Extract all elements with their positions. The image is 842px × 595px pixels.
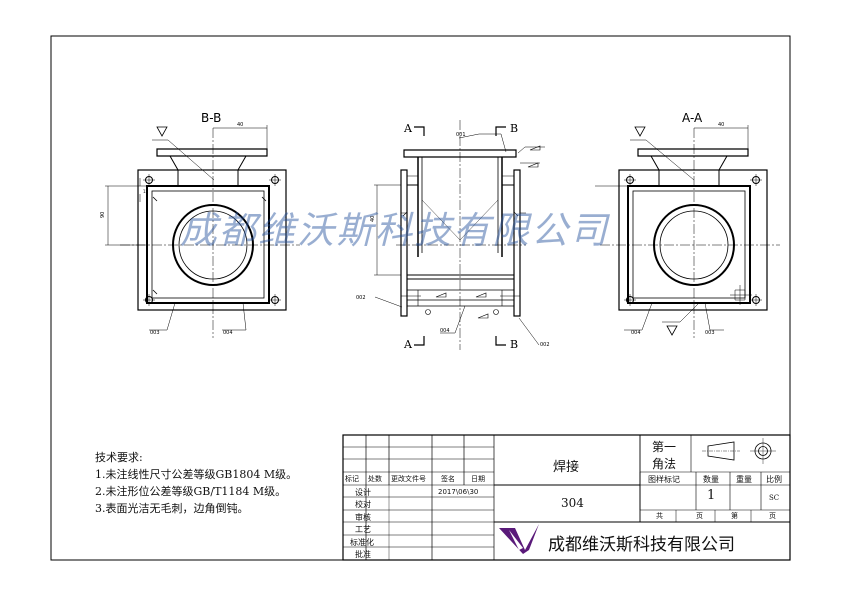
design-date: 2017\06\30	[438, 488, 479, 496]
part-004-right: 004	[631, 330, 641, 336]
watermark: 成都维沃斯科技有限公司	[180, 209, 609, 252]
material: 304	[561, 496, 584, 510]
note-item: 1.未注线性尺寸公差等级GB1804 M级。	[95, 468, 298, 481]
view-aa-title: A-A	[682, 111, 703, 125]
company-logo	[499, 524, 539, 554]
role-standard: 标准化	[350, 538, 374, 547]
view-bb-title: B-B	[201, 111, 221, 125]
dim-40-right-label: 40	[718, 122, 724, 128]
notes-title: 技术要求:	[95, 451, 143, 464]
bolt-hole-icon	[143, 174, 281, 306]
technical-notes: 技术要求: 1.未注线性尺寸公差等级GB1804 M级。 2.未注形位公差等级G…	[95, 449, 297, 517]
total-label: 共	[656, 512, 663, 520]
part-003-right: 003	[705, 330, 715, 336]
role-design: 设计	[355, 488, 371, 497]
weight-header: 重量	[736, 475, 752, 484]
view-bb	[105, 125, 300, 338]
projection-symbol-icon	[702, 438, 776, 464]
scale-header: 比例	[766, 475, 782, 484]
note-item: 3.表面光洁无毛刺，边角倒钝。	[95, 502, 249, 515]
projection-line-1: 第一	[652, 440, 677, 454]
view-aa	[595, 125, 780, 338]
dim-40-left-label: 40	[237, 122, 243, 128]
section-a-bottom: A	[403, 338, 413, 351]
role-process: 工艺	[355, 525, 371, 534]
mark-header: 图样标记	[648, 475, 680, 484]
qty-value: 1	[707, 488, 716, 503]
section-a-top: A	[403, 122, 413, 135]
section-b-bottom: B	[510, 338, 518, 351]
role-approve: 批准	[355, 550, 371, 559]
role-check: 校对	[355, 500, 371, 509]
title-block	[342, 434, 791, 561]
part-003-left: 003	[150, 330, 160, 336]
rev-header-count: 处数	[368, 475, 382, 483]
role-review: 审核	[355, 513, 371, 522]
part-001-center: 001	[456, 132, 466, 138]
rev-header-sign: 签名	[441, 475, 455, 483]
bolt-hole-icon	[624, 174, 762, 306]
company-name: 成都维沃斯科技有限公司	[548, 535, 735, 555]
dim-40-center-label: 40	[370, 216, 376, 222]
rev-header-mark: 标记	[345, 475, 359, 483]
note-item: 2.未注形位公差等级GB/T1184 M级。	[95, 485, 287, 498]
scale-value: SC	[769, 494, 780, 502]
part-002-center-right: 002	[540, 342, 550, 348]
projection-line-2: 角法	[652, 457, 677, 471]
page-label-1: 页	[696, 512, 703, 520]
view-center	[374, 120, 545, 350]
dim-90-label: 90	[100, 212, 106, 218]
part-004-center: 004	[440, 328, 450, 334]
qty-header: 数量	[703, 475, 719, 484]
sheet-label: 第	[731, 512, 738, 520]
rev-header-doc: 更改文件号	[391, 475, 426, 483]
page-label-2: 页	[769, 512, 776, 520]
part-002-center-left: 002	[356, 295, 366, 301]
rev-header-date: 日期	[471, 475, 485, 483]
drawing-name: 焊接	[553, 460, 580, 475]
part-004-left: 004	[223, 330, 233, 336]
dim-12-label: 12	[143, 189, 149, 194]
section-b-top: B	[510, 122, 518, 135]
